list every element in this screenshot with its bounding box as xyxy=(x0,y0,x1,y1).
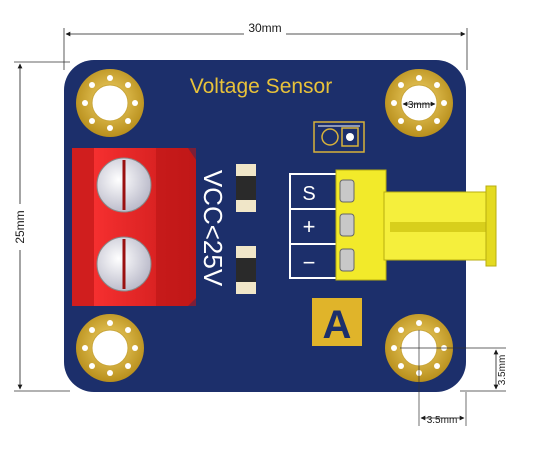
smd-resistor-bottom xyxy=(236,246,256,294)
voltage-limit-label: VCC<25V xyxy=(198,170,228,287)
terminal-screw-bottom xyxy=(96,236,152,292)
width-dimension: 30mm xyxy=(63,21,468,70)
pin-label-box: S + − xyxy=(289,173,341,279)
hole-diameter-dimension: 3mm xyxy=(402,100,436,111)
smd-resistor-top xyxy=(236,164,256,212)
logo-icon xyxy=(313,121,365,153)
pcb-board xyxy=(64,60,466,392)
width-label: 30mm xyxy=(248,21,281,35)
terminal-screw-top xyxy=(96,157,152,213)
pin-label-plus: + xyxy=(303,214,316,239)
pin-connector xyxy=(335,169,497,281)
offset-dimensions: 3.5mm 3.5mm xyxy=(400,330,508,426)
mounting-hole-bottom-left xyxy=(76,314,144,382)
pin-label-minus: − xyxy=(303,250,316,275)
height-dimension: 25mm xyxy=(12,61,70,392)
brand-badge: A xyxy=(312,298,362,347)
mounting-hole-top-left xyxy=(76,69,144,137)
pin-label-s: S xyxy=(302,183,315,205)
offset-x-label: 3.5mm xyxy=(427,415,458,426)
hole-diameter-label: 3mm xyxy=(408,100,430,111)
height-label: 25mm xyxy=(13,210,27,243)
offset-y-label: 3.5mm xyxy=(497,355,508,386)
screw-terminal xyxy=(72,148,196,306)
brand-badge-letter: A xyxy=(323,303,352,347)
board-title: Voltage Sensor xyxy=(190,75,332,98)
